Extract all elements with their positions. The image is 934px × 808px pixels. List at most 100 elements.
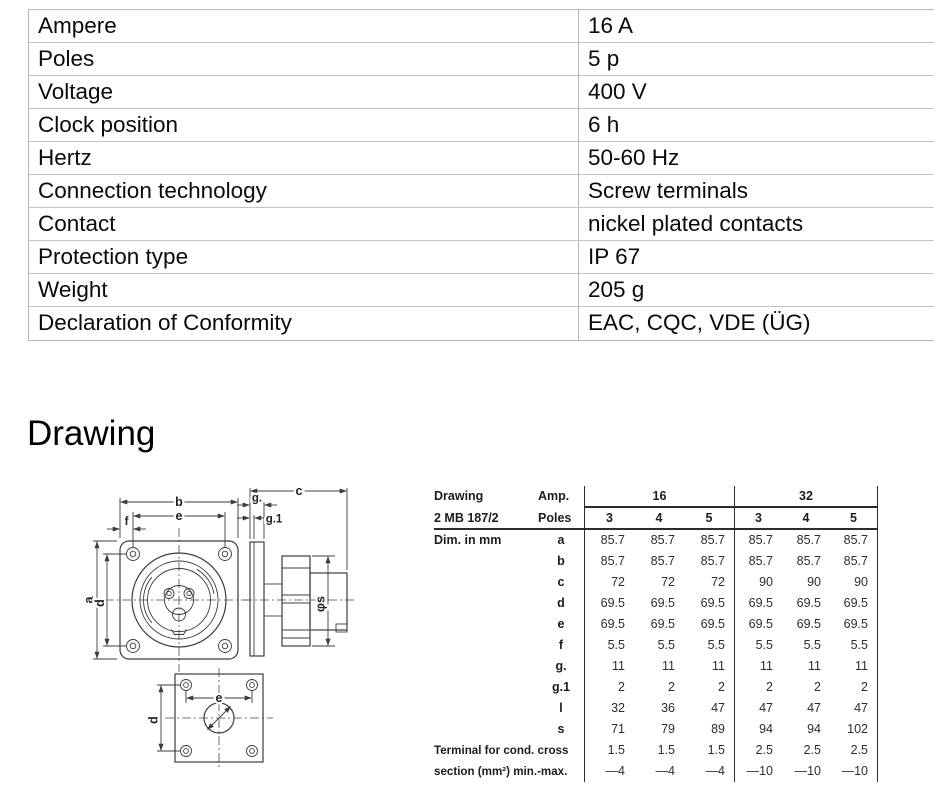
panel-cutout-view: e d xyxy=(144,668,273,770)
dim-value: 5.5 xyxy=(657,638,675,652)
spec-label: Weight xyxy=(38,277,108,302)
spec-row: Clock position 6 h xyxy=(29,109,934,142)
terminal-min: 2.5 xyxy=(734,740,782,761)
amp-group-32: 32 xyxy=(734,486,878,508)
spec-value: EAC, CQC, VDE (ÜG) xyxy=(578,307,934,340)
dim-label-c: c xyxy=(296,484,303,498)
dim-value: 5.5 xyxy=(803,638,821,652)
dim-value: 11 xyxy=(830,656,878,677)
dim-label-b: b xyxy=(175,495,183,509)
terminal-label: section (mm²) min.-max. xyxy=(434,765,568,778)
amp-group-16: 16 xyxy=(584,486,734,508)
terminal-label: Terminal for cond. cross xyxy=(434,744,569,757)
dim-value: 72 xyxy=(661,575,675,589)
dim-value: 85.7 xyxy=(796,533,821,547)
terminal-min: 1.5 xyxy=(657,743,675,757)
dim-value: 72 xyxy=(711,575,725,589)
terminal-min: 1.5 xyxy=(584,740,634,761)
spec-label: Hertz xyxy=(38,145,92,170)
side-view: c g. g.1 φs xyxy=(237,482,355,657)
dim-value: 72 xyxy=(584,572,634,593)
terminal-min: 2.5 xyxy=(803,743,821,757)
dim-value: 69.5 xyxy=(830,614,878,635)
dim-letter: e xyxy=(557,617,565,631)
dim-value: 85.7 xyxy=(650,554,675,568)
spec-row: Hertz 50-60 Hz xyxy=(29,142,934,175)
dim-value: 85.7 xyxy=(584,530,634,551)
dim-value: 71 xyxy=(584,719,634,740)
dim-value: 85.7 xyxy=(584,551,634,572)
spec-value: 400 V xyxy=(578,76,934,108)
dim-value: 2 xyxy=(718,680,725,694)
poles-32-col: 4 xyxy=(782,508,830,530)
dim-value: 5.5 xyxy=(584,635,634,656)
terminal-min: 2.5 xyxy=(830,740,878,761)
dim-letter: b xyxy=(557,554,565,568)
dim-value: 11 xyxy=(808,659,821,673)
dim-label-d2: d xyxy=(147,716,161,724)
spec-row: Ampere 16 A xyxy=(29,10,934,43)
dim-value: 69.5 xyxy=(796,596,821,610)
front-view: b e f a d xyxy=(80,493,253,672)
dim-letter: c xyxy=(557,575,565,589)
spec-label: Clock position xyxy=(38,112,179,137)
dim-value: 47 xyxy=(807,701,821,715)
dim-value: 94 xyxy=(734,719,782,740)
dim-value: 90 xyxy=(830,572,878,593)
poles-32-col: 3 xyxy=(734,508,782,530)
spec-label: Ampere xyxy=(38,13,117,38)
dim-value: 85.7 xyxy=(650,533,675,547)
spec-row: Weight 205 g xyxy=(29,274,934,307)
spec-value: IP 67 xyxy=(578,241,934,273)
spec-label: Connection technology xyxy=(38,178,267,203)
dim-table-drawing-number: 2 MB 187/2 xyxy=(434,508,538,530)
dim-label-d: d xyxy=(93,599,107,607)
dim-value: 5.5 xyxy=(734,635,782,656)
dim-value: 69.5 xyxy=(650,596,675,610)
poles-16-col: 5 xyxy=(684,508,734,530)
poles-header: Poles xyxy=(538,508,584,530)
dim-label-g1: g.1 xyxy=(266,514,283,526)
spec-row: Protection type IP 67 xyxy=(29,241,934,274)
dim-value: 85.7 xyxy=(734,551,782,572)
dim-letter: d xyxy=(557,596,565,610)
spec-value: 205 g xyxy=(578,274,934,306)
dim-value: 69.5 xyxy=(700,596,725,610)
dim-value: 5.5 xyxy=(707,638,725,652)
dim-value: 69.5 xyxy=(734,614,782,635)
spec-table: Ampere 16 A Poles 5 p Voltage 400 V Cloc… xyxy=(28,9,934,341)
dim-value: 85.7 xyxy=(700,533,725,547)
poles-16-col: 4 xyxy=(634,508,684,530)
spec-value: Screw terminals xyxy=(578,175,934,207)
dim-value: 11 xyxy=(734,656,782,677)
dim-table-title: Drawing xyxy=(434,489,484,503)
dim-value: 2 xyxy=(734,677,782,698)
terminal-min: 1.5 xyxy=(707,743,725,757)
dim-letter: f xyxy=(558,638,564,652)
dim-value: 2 xyxy=(668,680,675,694)
dim-value: 69.5 xyxy=(830,593,878,614)
terminal-max: —4 xyxy=(584,761,634,782)
terminal-max: —10 xyxy=(734,761,782,782)
dim-value: 85.7 xyxy=(700,554,725,568)
spec-row: Voltage 400 V xyxy=(29,76,934,109)
dim-label-phi-s: φs xyxy=(314,596,328,612)
spec-row: Poles 5 p xyxy=(29,43,934,76)
spec-row: Connection technology Screw terminals xyxy=(29,175,934,208)
dim-value: 85.7 xyxy=(796,554,821,568)
spec-label: Poles xyxy=(38,46,95,71)
dim-value: 69.5 xyxy=(650,617,675,631)
dim-value: 2 xyxy=(830,677,878,698)
dim-value: 85.7 xyxy=(830,530,878,551)
spec-value: 5 p xyxy=(578,43,934,75)
spec-label: Contact xyxy=(38,211,116,236)
dim-value: 11 xyxy=(712,659,725,673)
dim-value: 69.5 xyxy=(796,617,821,631)
dim-value: 102 xyxy=(830,719,878,740)
dim-label-g: g. xyxy=(252,493,262,505)
dim-value: 90 xyxy=(807,575,821,589)
dim-value: 94 xyxy=(807,722,821,736)
dim-letter: s xyxy=(557,722,565,736)
dim-value: 69.5 xyxy=(734,593,782,614)
dim-value: 69.5 xyxy=(700,617,725,631)
